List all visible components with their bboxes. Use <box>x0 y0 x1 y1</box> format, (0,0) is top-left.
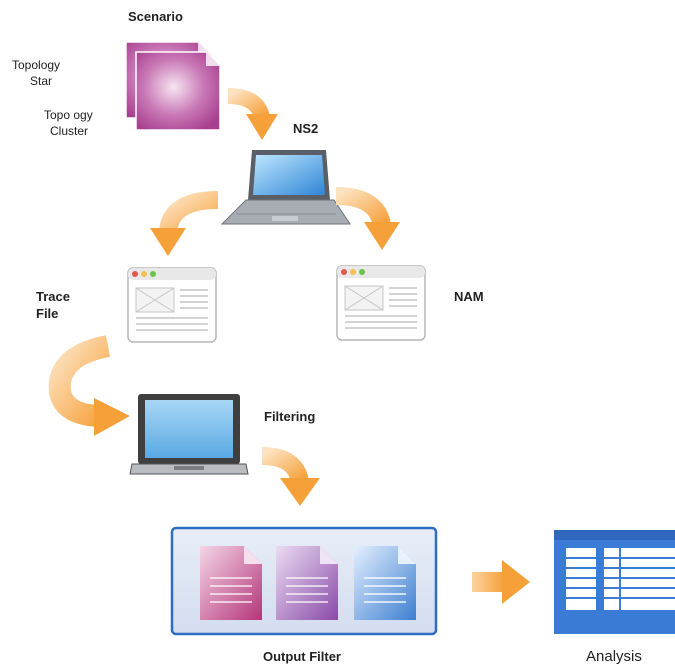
arrow-icon <box>261 447 320 506</box>
topology-cluster-label-line2: Cluster <box>50 124 89 138</box>
scenario-label: Scenario <box>128 9 183 24</box>
filtering-label: Filtering <box>264 409 316 424</box>
trace-file-label-line2: File <box>36 306 59 321</box>
topology-cluster-label-line1: Topo ogy <box>44 108 93 122</box>
nam-label: NAM <box>454 289 484 304</box>
trace-file-label-line1: Trace <box>36 289 70 304</box>
document-icon <box>276 546 338 620</box>
browser-window-icon <box>336 265 426 341</box>
arrow-icon <box>227 88 278 140</box>
arrow-icon <box>472 560 530 604</box>
laptop-icon <box>220 150 351 225</box>
document-icon <box>200 546 262 620</box>
topology-star-label-line2: Star <box>30 74 53 88</box>
document-stack-icon <box>125 41 221 131</box>
topology-star-label-line1: Topology <box>12 58 61 72</box>
document-icon <box>354 546 416 620</box>
spreadsheet-icon <box>554 530 675 634</box>
arrow-icon <box>335 187 400 250</box>
analysis-label: Analysis <box>586 648 642 665</box>
laptop-icon <box>129 394 249 475</box>
browser-window-icon <box>127 267 217 343</box>
arrow-icon <box>48 335 130 436</box>
output-filter-label: Output Filter <box>263 649 341 664</box>
arrow-icon <box>150 191 219 256</box>
ns2-label: NS2 <box>293 121 319 136</box>
